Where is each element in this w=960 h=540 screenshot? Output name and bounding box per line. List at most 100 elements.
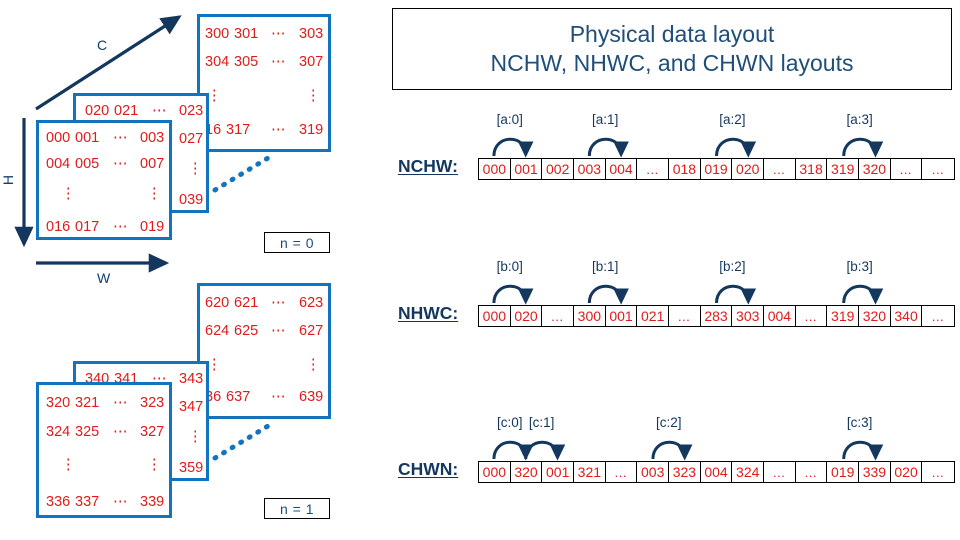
cell-value: 325 [75, 424, 100, 440]
row-ellipsis: ⋯ [271, 122, 287, 138]
memory-cell[interactable]: … [542, 306, 575, 326]
col-ellipsis: ⋮ [61, 186, 76, 202]
memory-cell[interactable]: … [764, 462, 796, 482]
row-ellipsis: ⋯ [113, 494, 129, 510]
cell-value: 304 [205, 54, 230, 70]
memory-cell[interactable]: 020 [891, 462, 923, 482]
col-ellipsis: ⋮ [188, 161, 203, 177]
memory-cell[interactable]: 283 [701, 306, 733, 326]
axis-label-c: C [97, 37, 108, 53]
cell-value: 021 [114, 103, 139, 119]
memory-cell[interactable]: 021 [637, 306, 670, 326]
stride-arrow-tag: [b:2] [719, 259, 746, 274]
memory-cell[interactable]: … [669, 306, 701, 326]
col-ellipsis: ⋮ [207, 357, 222, 373]
memory-cell[interactable]: … [891, 159, 923, 179]
title-line-2: NCHW, NHWC, and CHWN layouts [490, 50, 854, 76]
axis-arrow-w [36, 253, 170, 273]
memory-cell[interactable]: … [764, 159, 796, 179]
cell-value: 004 [46, 156, 71, 172]
stride-arrow [842, 137, 884, 158]
memory-cell[interactable]: 319 [827, 159, 860, 179]
memory-cell[interactable]: 340 [891, 306, 923, 326]
col-ellipsis: ⋮ [188, 429, 203, 445]
cell-value: 621 [234, 295, 259, 311]
cell-value: 000 [46, 130, 71, 146]
memory-cell[interactable]: 003 [637, 462, 670, 482]
cell-value: 339 [140, 494, 165, 510]
slice-continuation-dots-n0 [212, 152, 276, 193]
row-ellipsis: ⋯ [271, 323, 287, 339]
stride-arrow-tag: [a:2] [719, 112, 746, 127]
memory-cell[interactable]: 003 [574, 159, 606, 179]
memory-cell[interactable]: 001 [542, 462, 575, 482]
cell-value: 359 [179, 460, 204, 476]
memory-cell[interactable]: 001 [606, 306, 638, 326]
cell-value: 317 [226, 122, 251, 138]
cell-value: 321 [75, 395, 100, 411]
stride-arrow [651, 440, 693, 461]
stride-arrow-tag: [a:0] [496, 112, 523, 127]
cell-value: 639 [299, 389, 324, 405]
batch-index-label: n = 1 [279, 500, 315, 517]
memory-cell[interactable]: 019 [701, 159, 733, 179]
tensor-slice-back-n0: 300 301 ⋯ 303 304 305 ⋯ 307 ⋮ ⋮ 16 317 ⋯… [197, 14, 331, 152]
cell-value: 637 [226, 389, 251, 405]
memory-cell[interactable]: 000 [479, 462, 511, 482]
stride-arrow [842, 284, 884, 305]
memory-cell[interactable]: 339 [859, 462, 891, 482]
row-ellipsis: ⋯ [113, 219, 129, 235]
memory-cell[interactable]: 002 [542, 159, 575, 179]
tensor-slice-back-n1: 620 621 ⋯ 623 624 625 ⋯ 627 ⋮ ⋮ 36 637 ⋯… [197, 283, 331, 419]
cell-value: 001 [75, 130, 100, 146]
memory-cell[interactable]: 020 [511, 306, 543, 326]
cell-value: 323 [140, 395, 165, 411]
stride-arrow-tag: [c:3] [846, 415, 873, 430]
cell-value: 623 [299, 295, 324, 311]
memory-cell[interactable]: … [796, 306, 828, 326]
batch-index-badge: n = 1 [264, 498, 330, 519]
axis-arrow-c [35, 15, 182, 111]
memory-cell[interactable]: 004 [701, 462, 733, 482]
stride-arrow-tag: [a:3] [846, 112, 873, 127]
memory-cell[interactable]: 320 [859, 159, 891, 179]
memory-cell[interactable]: 303 [732, 306, 765, 326]
memory-cell[interactable]: … [931, 308, 946, 324]
memory-cell[interactable]: 004 [606, 159, 638, 179]
cell-value: 027 [179, 131, 204, 147]
tensor-slice-front-n0: 000 001 ⋯ 003 004 005 ⋯ 007 ⋮ ⋮ 016 017 … [36, 120, 172, 240]
memory-cell[interactable]: 018 [669, 159, 701, 179]
memory-cell[interactable]: … [931, 464, 946, 480]
memory-cell[interactable]: 001 [511, 159, 543, 179]
cell-value: 305 [234, 54, 259, 70]
memory-cell[interactable]: 320 [859, 306, 891, 326]
memory-cell[interactable]: 321 [574, 462, 606, 482]
stride-arrow [715, 137, 757, 158]
memory-cell[interactable]: … [606, 462, 638, 482]
memory-cell[interactable]: … [796, 462, 828, 482]
memory-cell[interactable]: 300 [574, 306, 606, 326]
memory-cell[interactable]: 004 [764, 306, 796, 326]
stride-arrow-tag: [a:1] [592, 112, 619, 127]
memory-cell[interactable]: 000 [479, 159, 511, 179]
cell-value: 003 [140, 130, 165, 146]
memory-cell[interactable]: … [637, 159, 670, 179]
memory-cell[interactable]: 323 [669, 462, 701, 482]
memory-cell[interactable]: 320 [511, 462, 543, 482]
memory-cell[interactable]: 019 [827, 462, 860, 482]
cell-value: 005 [75, 156, 100, 172]
memory-cell[interactable]: 319 [827, 306, 860, 326]
memory-cell[interactable]: 000 [479, 306, 511, 326]
memory-cell[interactable]: … [931, 161, 946, 177]
axis-label-w: W [97, 270, 111, 286]
tensor-slice-front-n1: 320 321 ⋯ 323 324 325 ⋯ 327 ⋮ ⋮ 336 337 … [36, 382, 172, 518]
memory-cell[interactable]: 318 [796, 159, 828, 179]
cell-value: 320 [46, 395, 71, 411]
memory-cell[interactable]: 324 [732, 462, 765, 482]
batch-index-label: n = 0 [279, 234, 315, 251]
memory-cell[interactable]: 020 [732, 159, 765, 179]
